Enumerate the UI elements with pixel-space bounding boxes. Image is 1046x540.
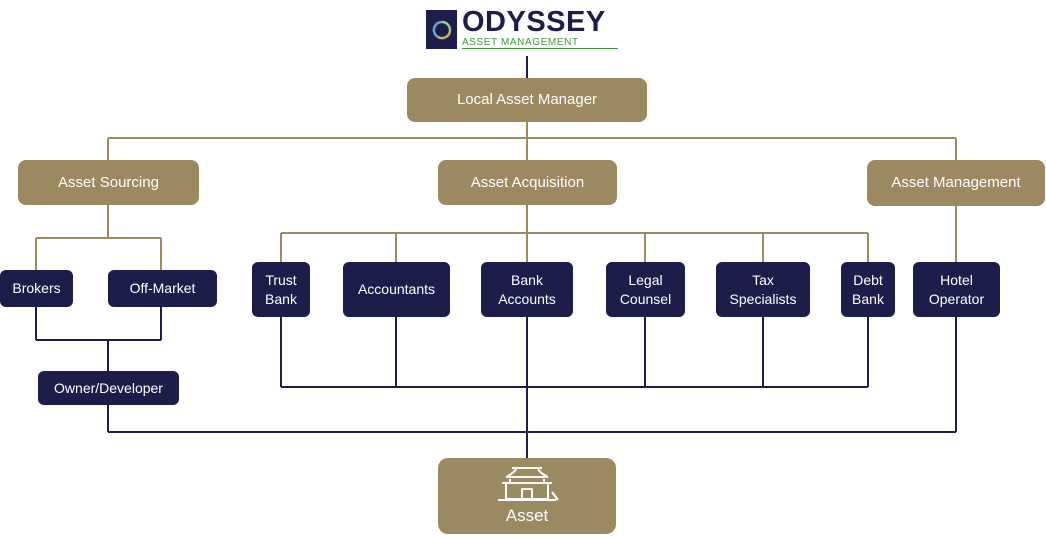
asset-acquisition-node: Asset Acquisition [438, 160, 617, 205]
off-market-node: Off-Market [108, 270, 217, 307]
bank-accounts-node: Bank Accounts [481, 262, 573, 317]
asset-management-node: Asset Management [867, 160, 1045, 206]
asset-label: Asset [505, 505, 549, 525]
logo-tagline: ASSET MANAGEMENT [462, 37, 618, 49]
asset-sourcing-node: Asset Sourcing [18, 160, 199, 205]
bank-accounts-line1: Bank [511, 272, 543, 289]
accountants-line1: Accountants [357, 281, 436, 298]
hotel-operator-node: Hotel Operator [913, 262, 1000, 317]
trust-bank-node: Trust Bank [252, 262, 310, 317]
asset-node: Asset [438, 458, 616, 534]
hotel-operator-line2: Operator [928, 290, 985, 307]
owner-developer-node: Owner/Developer [38, 371, 179, 405]
trust-bank-line2: Bank [265, 290, 297, 307]
brokers-node: Brokers [0, 270, 73, 307]
legal-counsel-node: Legal Counsel [606, 262, 685, 317]
tax-specialists-line1: Tax [752, 272, 774, 289]
bank-accounts-line2: Accounts [498, 290, 556, 307]
trust-bank-line1: Trust [265, 272, 297, 289]
hotel-operator-line1: Hotel [940, 272, 973, 289]
legal-counsel-line1: Legal [628, 272, 663, 289]
debt-bank-node: Debt Bank [841, 262, 895, 317]
tax-specialists-line2: Specialists [729, 290, 797, 307]
debt-bank-line1: Debt [853, 272, 883, 289]
recycle-leaf-icon [426, 10, 457, 49]
local-asset-manager-node: Local Asset Manager [407, 78, 647, 122]
odyssey-logo: ODYSSEY ASSET MANAGEMENT [426, 6, 622, 50]
accountants-node: Accountants [343, 262, 450, 317]
legal-counsel-line2: Counsel [619, 290, 672, 307]
debt-bank-line2: Bank [852, 290, 884, 307]
tax-specialists-node: Tax Specialists [716, 262, 810, 317]
logo-name: ODYSSEY [462, 6, 606, 38]
building-icon [498, 466, 559, 501]
